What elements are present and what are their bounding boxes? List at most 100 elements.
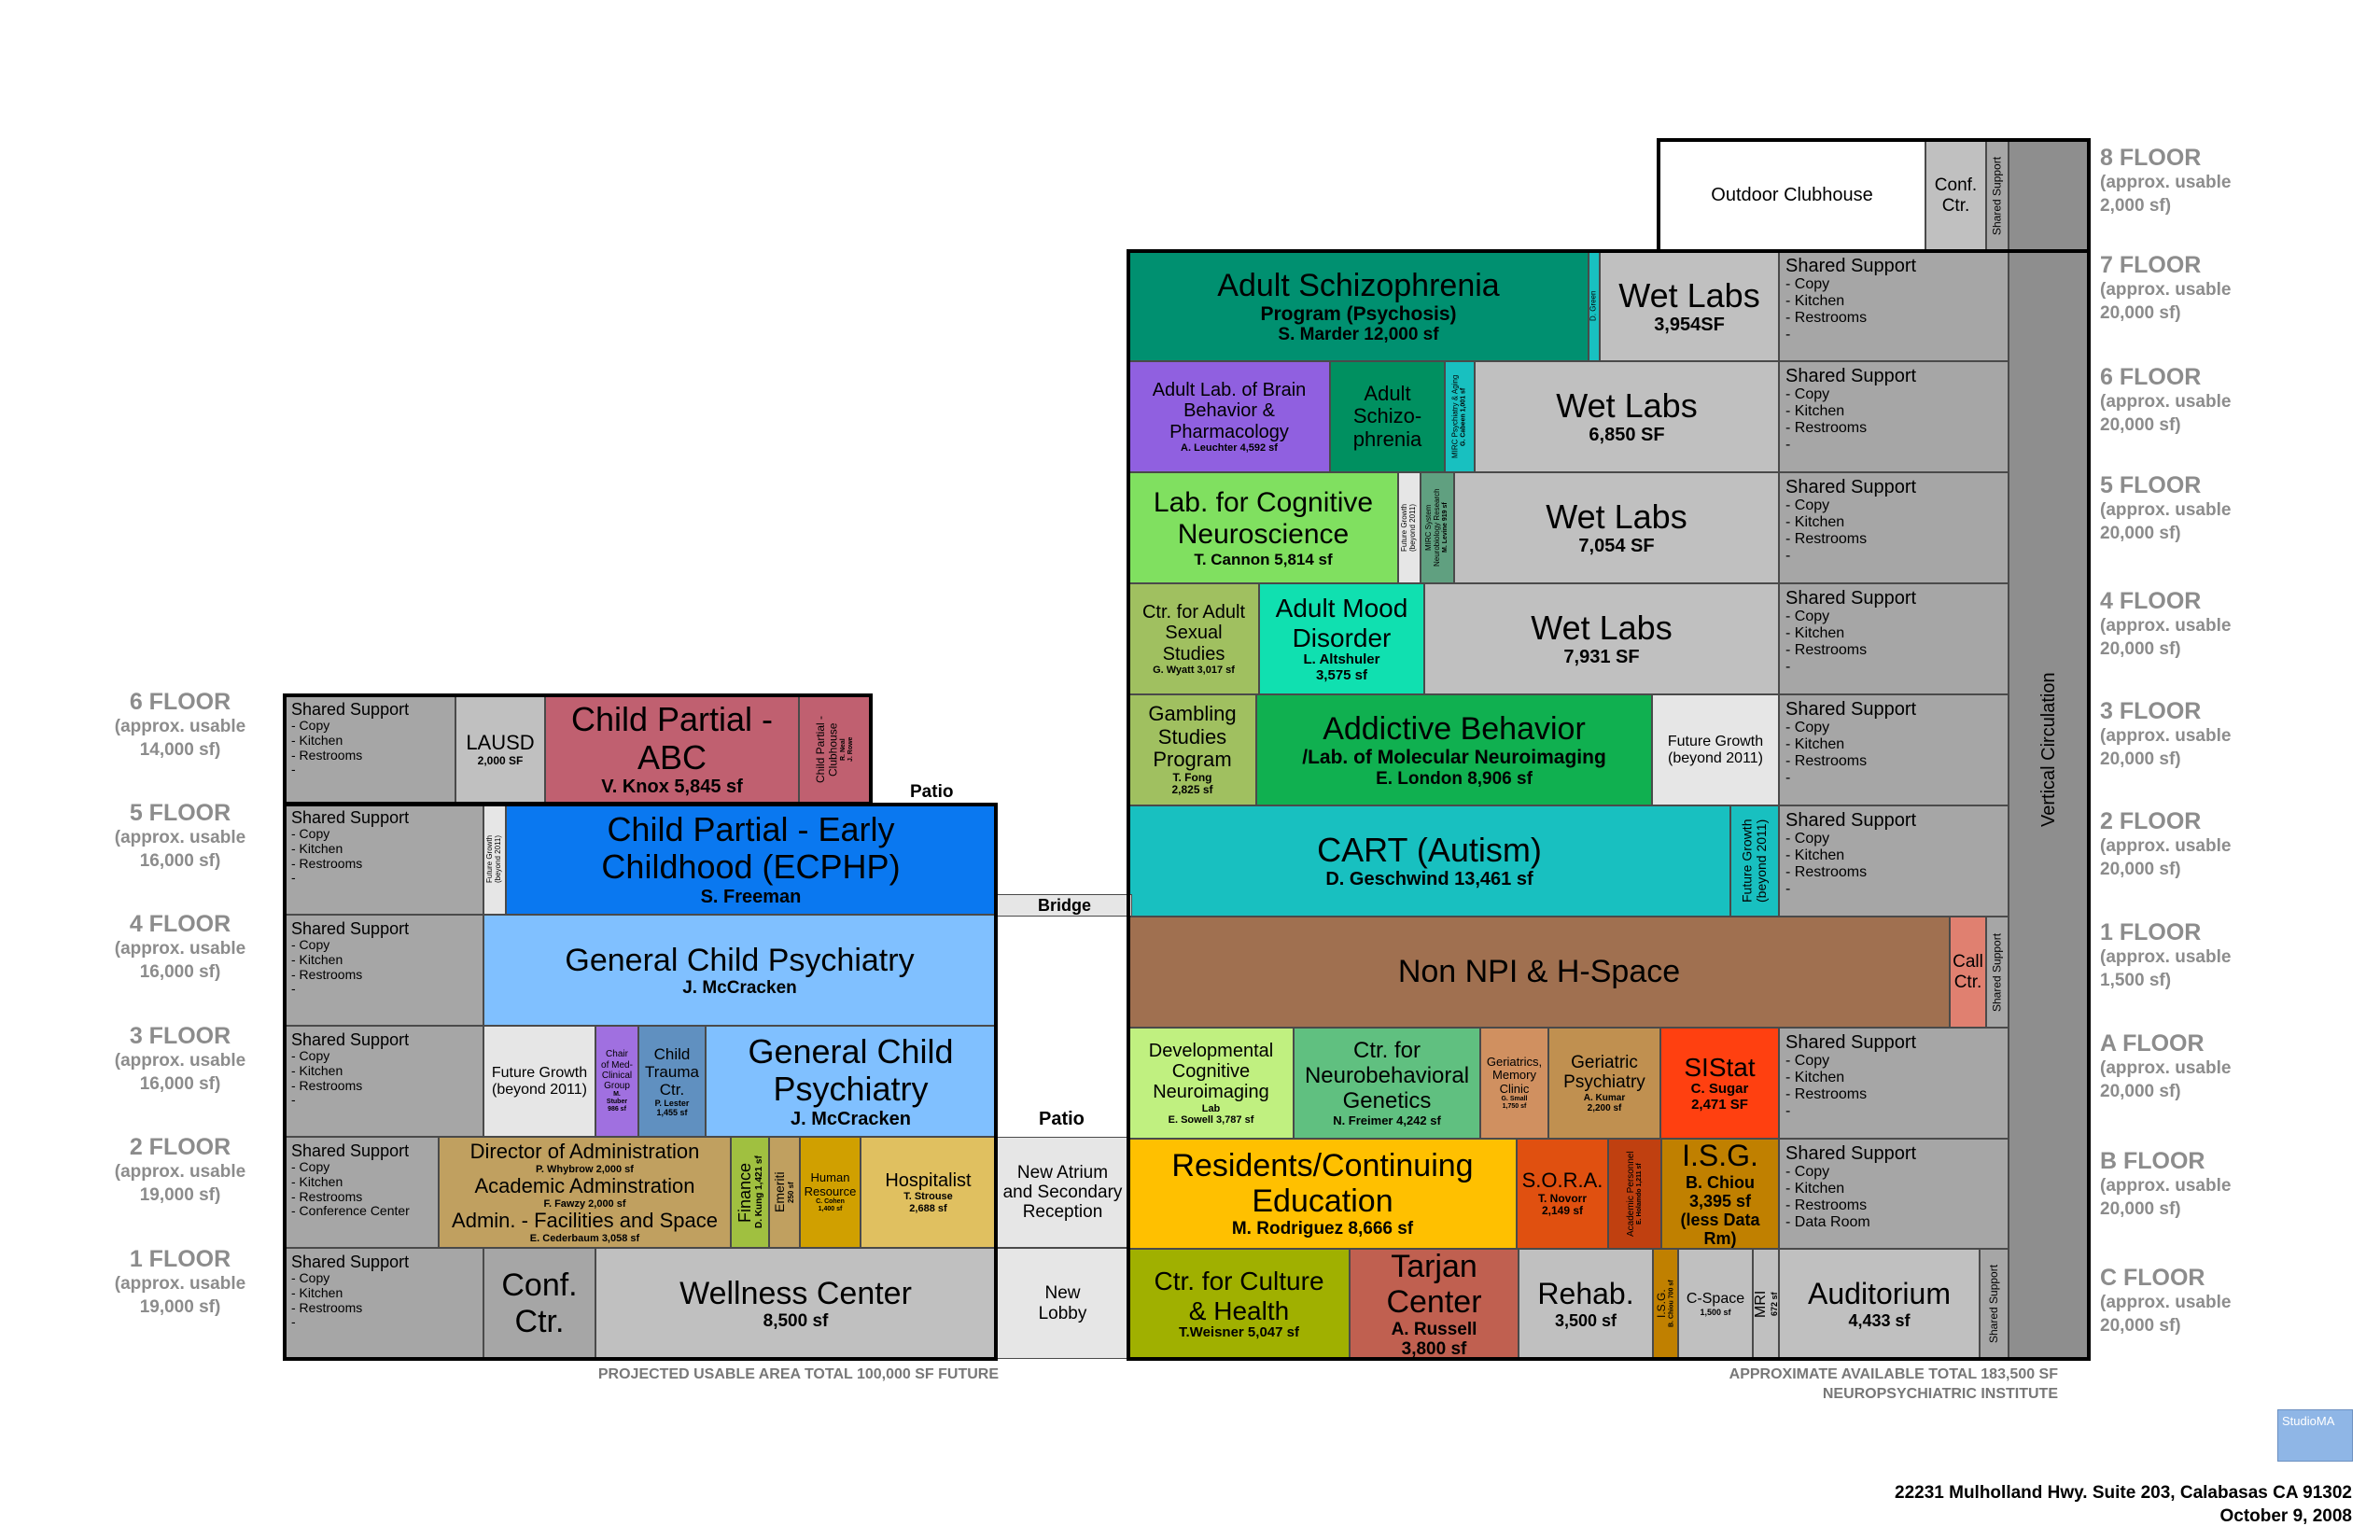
room-title: SIStat bbox=[1684, 1053, 1756, 1083]
room-title: Shared Support bbox=[291, 1141, 410, 1160]
room-sub: J. McCracken bbox=[791, 1108, 911, 1129]
room-title: D. Green bbox=[1589, 290, 1598, 322]
room-f-3-ss: Shared Support- Copy - Kitchen - Restroo… bbox=[285, 1026, 483, 1137]
room-title: I.S.G. bbox=[1654, 1289, 1668, 1319]
room-n-7-green: D. Green bbox=[1589, 251, 1600, 361]
room-sub2: S. Marder 12,000 sf bbox=[1278, 325, 1439, 345]
room-sub: 2,000 SF bbox=[477, 753, 524, 767]
floor-label-left-4: 4 FLOOR(approx. usable 16,000 sf) bbox=[114, 911, 246, 982]
room-n-2-cart: CART (Autism)D. Geschwind 13,461 sf bbox=[1128, 805, 1730, 917]
room-sub: N. Freimer 4,242 sf bbox=[1333, 1113, 1441, 1127]
patio-top-label: Patio bbox=[910, 782, 954, 802]
floor-label-left-6: 6 FLOOR(approx. usable 14,000 sf) bbox=[114, 689, 246, 760]
room-sub: 3,500 sf bbox=[1554, 1310, 1617, 1330]
room-title: Future Growth (beyond 2011) bbox=[491, 1064, 588, 1098]
floor-label-right-c: C FLOOR(approx. usable 20,000 sf) bbox=[2100, 1265, 2232, 1336]
room-detail: - Copy - Kitchen - Restrooms - bbox=[291, 937, 363, 997]
room-title: Shared Support bbox=[1986, 1264, 2000, 1344]
room-n-c-isg: I.S.G.B. Chiou 700 sf bbox=[1653, 1249, 1678, 1359]
room-n-a-ss: Shared Support- Copy - Kitchen - Restroo… bbox=[1779, 1028, 2009, 1139]
room-title: Wet Labs bbox=[1618, 275, 1760, 315]
room-f-1-conf: Conf. Ctr. bbox=[483, 1248, 595, 1359]
npi-total-note: APPROXIMATE AVAILABLE TOTAL 183,500 SF N… bbox=[1729, 1366, 2058, 1402]
room-title: Addictive Behavior bbox=[1323, 711, 1586, 748]
room-detail: - Copy - Kitchen - Restrooms - bbox=[1785, 720, 1868, 787]
room-sub: J. McCracken bbox=[682, 977, 797, 998]
room-title: I.S.G. bbox=[1682, 1139, 1758, 1172]
room-n-b-isg: I.S.G.B. Chiou 3,395 sf (less Data Rm) bbox=[1661, 1139, 1779, 1249]
address-text: 22231 Mulholland Hwy. Suite 203, Calabas… bbox=[1895, 1483, 2352, 1503]
room-sub: 3,954SF bbox=[1654, 314, 1725, 335]
room-title: Future Growth (beyond 2011) bbox=[1667, 733, 1764, 766]
room-title: S.O.R.A. bbox=[1521, 1169, 1603, 1193]
room-title: MRI bbox=[1753, 1290, 1770, 1318]
room-sub: /Lab. of Molecular Neuroimaging bbox=[1302, 747, 1606, 769]
room-sub: T. Fong 2,825 sf bbox=[1171, 771, 1213, 797]
room-sub: P. Whybrow 2,000 sf bbox=[536, 1163, 634, 1175]
room-title: Chair of Med- Clinical Group bbox=[601, 1049, 633, 1091]
room-title: Wet Labs bbox=[1531, 609, 1673, 648]
room-title: Geriatrics, Memory Clinic bbox=[1486, 1054, 1543, 1096]
room-n-8-ss: Shared Support bbox=[1986, 140, 2009, 251]
floor-label-right-4: 4 FLOOR(approx. usable 20,000 sf) bbox=[2100, 588, 2232, 659]
room-title: CART (Autism) bbox=[1317, 831, 1542, 870]
patio-bottom-label: Patio bbox=[1039, 1109, 1085, 1129]
room-sub: T. Novorr 2,149 sf bbox=[1537, 1191, 1587, 1218]
date-text: October 9, 2008 bbox=[2219, 1505, 2352, 1526]
room-f-1-lobby: New Lobby bbox=[996, 1248, 1129, 1359]
room-sub: M. Rodriguez 8,666 sf bbox=[1231, 1219, 1414, 1239]
room-f-5-ss: Shared Support- Copy - Kitchen - Restroo… bbox=[285, 804, 483, 915]
future-total-note: PROJECTED USABLE AREA TOTAL 100,000 SF F… bbox=[597, 1366, 999, 1382]
room-sub2: F. Fawzy 2,000 sf bbox=[543, 1197, 626, 1210]
room-sub: A. Kumar 2,200 sf bbox=[1583, 1092, 1626, 1113]
room-title3: Admin. - Facilities and Space bbox=[452, 1208, 718, 1232]
room-title: Child Trauma Ctr. bbox=[645, 1044, 699, 1099]
room-sub: G. Wyatt 3,017 sf bbox=[1153, 664, 1235, 676]
room-title: Shared Support bbox=[291, 700, 410, 719]
room-title: Ctr. for Neurobehavioral Genetics bbox=[1304, 1037, 1470, 1113]
room-n-1-ss: Shared Support bbox=[1986, 917, 2009, 1028]
room-title: New Lobby bbox=[1038, 1283, 1087, 1323]
room-title: Human Resource bbox=[804, 1170, 857, 1198]
room-title: Child Partial - ABC bbox=[570, 700, 774, 777]
room-title: Emeriti bbox=[772, 1171, 788, 1213]
room-title: LAUSD bbox=[466, 730, 535, 754]
room-detail: - Copy - Kitchen - Restrooms - bbox=[1785, 386, 1868, 454]
room-title: Shared Support bbox=[1785, 1143, 1917, 1164]
room-title: Conf. Ctr. bbox=[1934, 175, 1978, 216]
room-title: Child Partial - Clubhouse bbox=[814, 715, 840, 784]
room-sub: L. Altshuler 3,575 sf bbox=[1303, 651, 1380, 683]
room-f-3-trauma: Child Trauma Ctr.P. Lester 1,455 sf bbox=[638, 1026, 706, 1137]
room-sub: 6,850 SF bbox=[1589, 425, 1665, 446]
room-title: General Child Psychiatry bbox=[565, 942, 915, 978]
footer-address: 22231 Mulholland Hwy. Suite 203, Calabas… bbox=[1773, 1482, 2352, 1528]
room-detail: - Copy - Kitchen - Restrooms - bbox=[1785, 831, 1868, 898]
room-title: Vertical Circulation bbox=[2037, 672, 2059, 827]
floor-label-left-5: 5 FLOOR(approx. usable 16,000 sf) bbox=[114, 800, 246, 871]
room-title: Wet Labs bbox=[1556, 386, 1698, 426]
room-detail: - Copy - Kitchen - Restrooms - bbox=[1785, 609, 1868, 676]
room-title: Call Ctr. bbox=[1953, 952, 1983, 992]
room-sub: Program (Psychosis) bbox=[1260, 302, 1457, 325]
